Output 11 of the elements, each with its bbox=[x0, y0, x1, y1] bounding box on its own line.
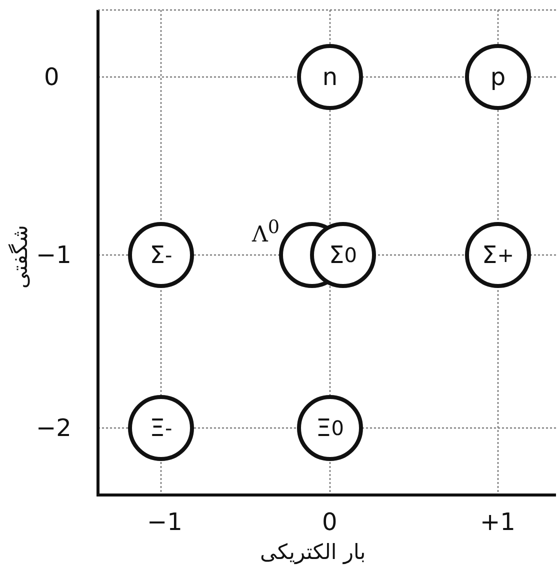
axis-label: بار الکتریکی bbox=[260, 540, 366, 564]
particle-symbol: Λ$^{0}$ bbox=[252, 216, 280, 248]
tick-label: −2 bbox=[36, 414, 72, 442]
tick-label: 0 bbox=[322, 508, 338, 536]
tick-label: 0 bbox=[44, 63, 60, 91]
particle-circle: n bbox=[297, 44, 363, 110]
particle-circle: p bbox=[465, 44, 531, 110]
tick-label: +1 bbox=[480, 508, 516, 536]
tick-label: −1 bbox=[147, 508, 182, 536]
tick-label: −1 bbox=[36, 241, 72, 269]
axis-label: شگفتی bbox=[8, 225, 32, 289]
